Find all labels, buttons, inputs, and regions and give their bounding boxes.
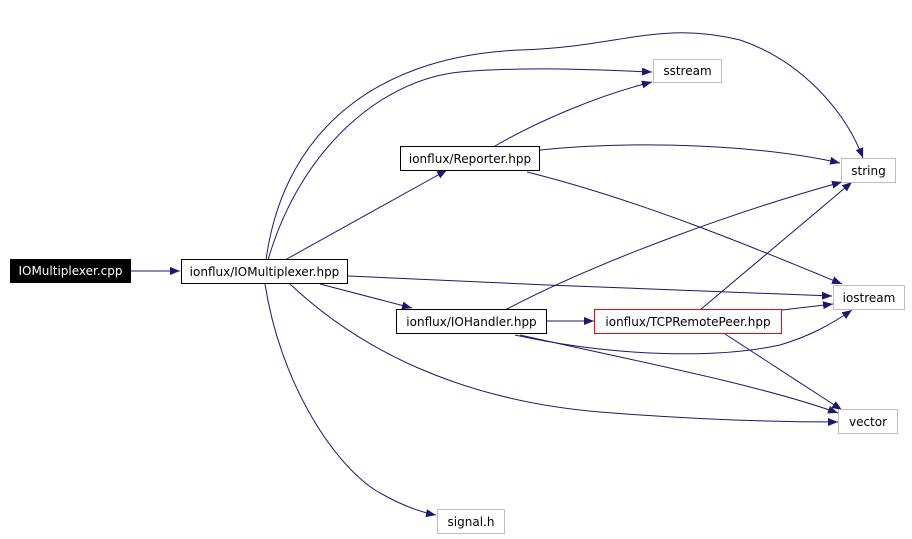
- node-iomultiplexer-hpp[interactable]: ionflux/IOMultiplexer.hpp: [181, 259, 348, 284]
- edge-iomultiplexer-hpp-to-string: [265, 32, 864, 261]
- edge-tcpremotepeer-hpp-to-vector: [724, 333, 843, 411]
- edge-tcpremotepeer-hpp-to-iostream: [781, 301, 834, 311]
- node-string[interactable]: string: [841, 158, 896, 183]
- edge-iomultiplexer-hpp-to-sstream: [267, 67, 653, 261]
- node-iohandler-hpp[interactable]: ionflux/IOHandler.hpp: [396, 309, 547, 334]
- node-iomultiplexer-cpp[interactable]: IOMultiplexer.cpp: [10, 259, 131, 283]
- edge-iohandler-hpp-to-iostream: [514, 309, 853, 355]
- edge-layer: [131, 32, 864, 518]
- edge-reporter-hpp-to-iostream: [526, 171, 843, 285]
- node-sstream[interactable]: sstream: [653, 59, 722, 83]
- node-signal-h[interactable]: signal.h: [437, 509, 505, 534]
- edge-tcpremotepeer-hpp-to-string: [699, 181, 853, 311]
- edge-iomultiplexer-hpp-to-iohandler-hpp: [319, 283, 413, 310]
- edge-reporter-hpp-to-string: [539, 144, 841, 165]
- node-iostream[interactable]: iostream: [833, 285, 905, 310]
- node-reporter-hpp[interactable]: ionflux/Reporter.hpp: [400, 146, 540, 171]
- edge-reporter-hpp-to-sstream: [494, 80, 653, 147]
- edge-iohandler-hpp-to-string: [504, 180, 843, 311]
- node-tcpremotepeer-hpp[interactable]: ionflux/TCPRemotePeer.hpp: [594, 309, 782, 334]
- edge-iohandler-hpp-to-vector: [519, 334, 839, 414]
- edge-iomultiplexer-hpp-to-reporter-hpp: [284, 169, 448, 261]
- edge-iomultiplexer-hpp-to-vector: [289, 283, 839, 426]
- node-vector[interactable]: vector: [838, 409, 898, 434]
- edge-iomultiplexer-hpp-to-signal-h: [264, 283, 437, 518]
- edge-iomultiplexer-hpp-to-iostream: [347, 275, 833, 300]
